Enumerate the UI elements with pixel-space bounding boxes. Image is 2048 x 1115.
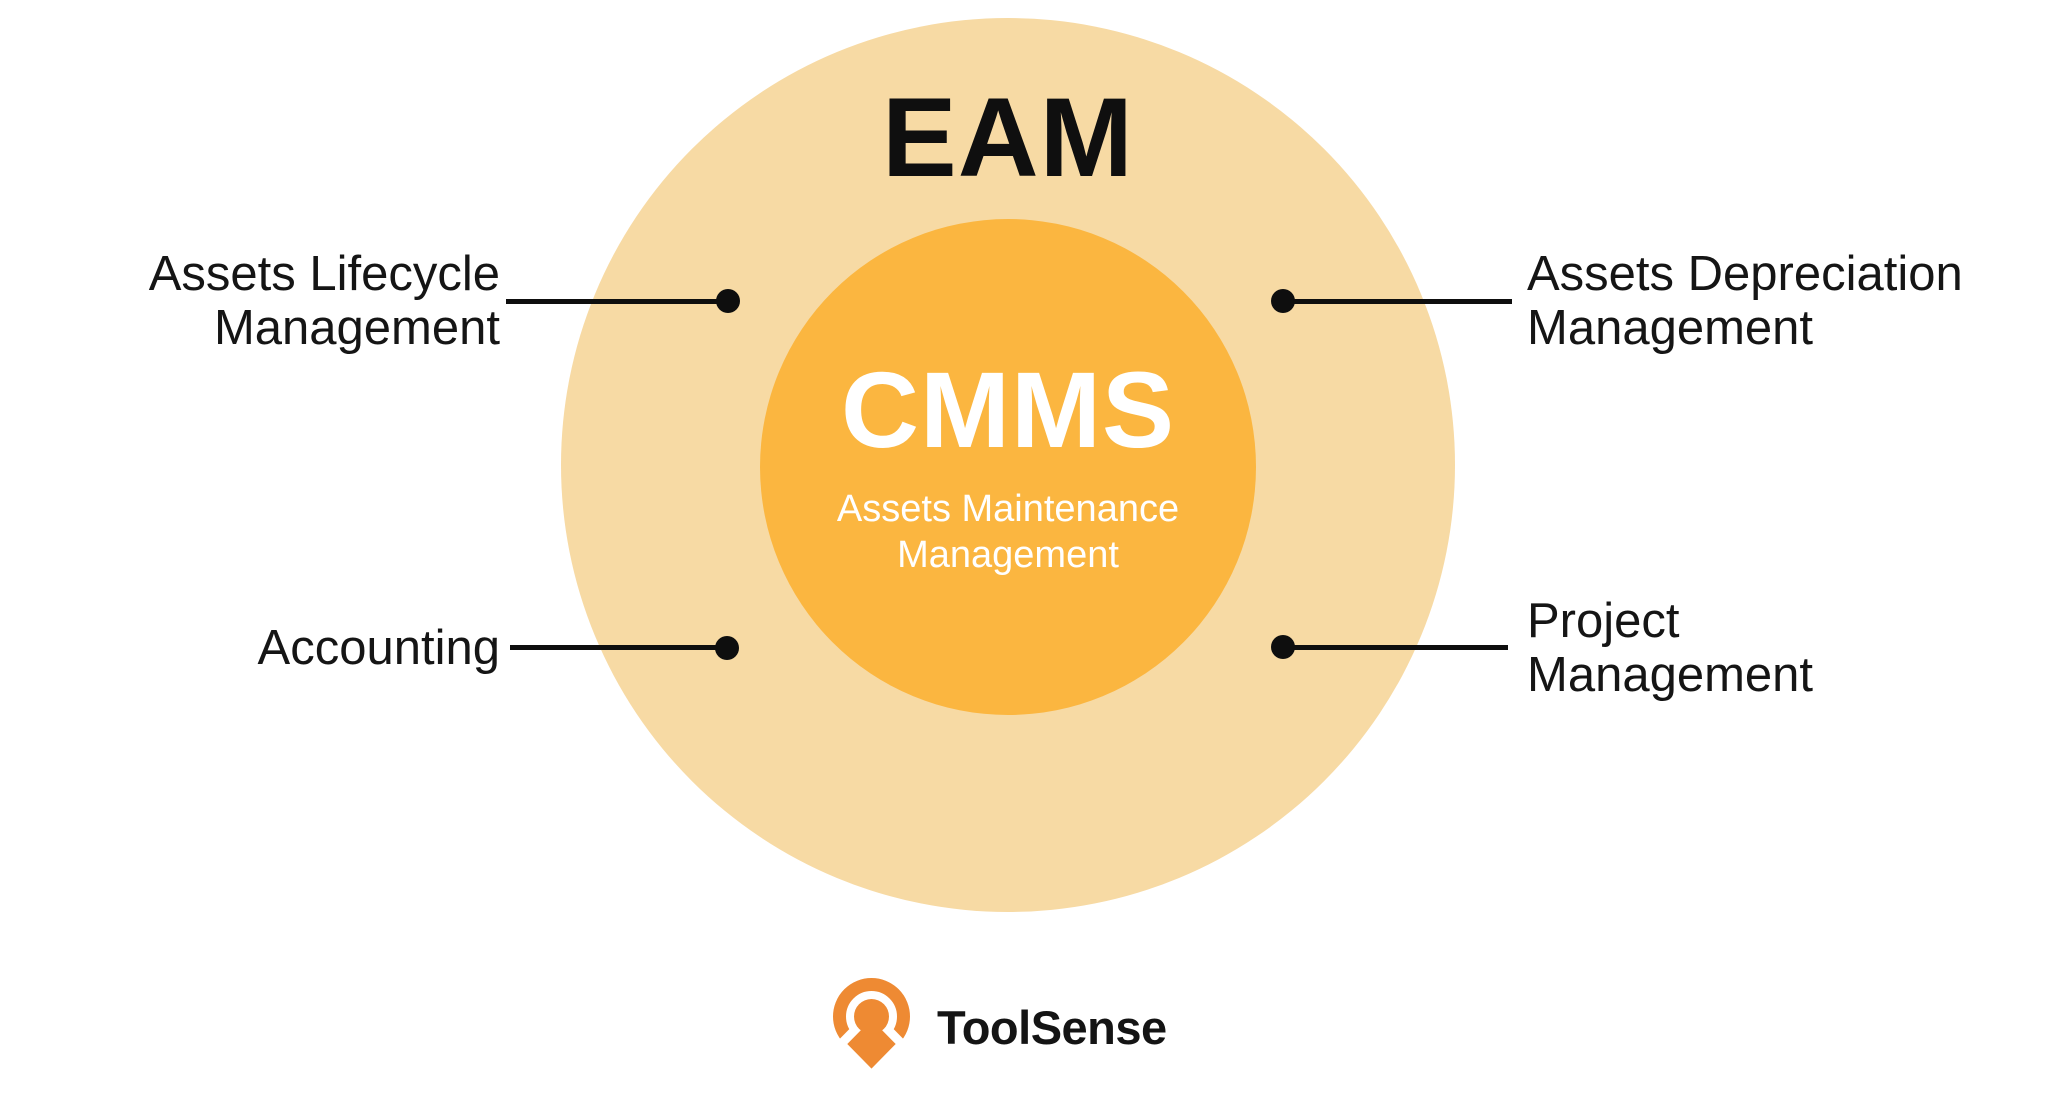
cmms-circle: CMMS Assets Maintenance Management — [760, 219, 1256, 715]
callout-line-text: Accounting — [257, 621, 500, 675]
cmms-title: CMMS — [841, 349, 1175, 470]
connector-dot-bottom-right — [1271, 635, 1295, 659]
cmms-subtitle: Assets Maintenance Management — [837, 486, 1179, 578]
callout-line-text: Project — [1527, 594, 1680, 648]
callout-line-text: Assets Lifecycle — [148, 247, 500, 301]
callout-line-text: Management — [213, 301, 500, 355]
callout-label-accounting: Accounting — [80, 621, 500, 675]
connector-dot-bottom-left — [715, 636, 739, 660]
callout-label-assets-lifecycle: Assets Lifecycle Management — [80, 247, 500, 355]
callout-label-project-management: Project Management — [1527, 594, 1997, 702]
callout-label-assets-depreciation: Assets Depreciation Management — [1527, 247, 1997, 355]
leader-line-bottom-left — [510, 645, 729, 650]
leader-line-top-right — [1283, 299, 1512, 304]
toolsense-pin-icon — [833, 978, 911, 1076]
leader-line-top-left — [506, 299, 730, 304]
connector-dot-top-left — [716, 289, 740, 313]
cmms-subtitle-line-2: Management — [897, 534, 1119, 576]
eam-title: EAM — [882, 75, 1134, 200]
cmms-subtitle-line-1: Assets Maintenance — [836, 488, 1180, 530]
toolsense-logo: ToolSense — [833, 976, 1167, 1078]
toolsense-wordmark: ToolSense — [937, 1000, 1167, 1054]
callout-line-text: Management — [1527, 301, 1814, 355]
callout-line-text: Management — [1527, 648, 1814, 702]
leader-line-bottom-right — [1283, 645, 1508, 650]
connector-dot-top-right — [1271, 289, 1295, 313]
callout-line-text: Assets Depreciation — [1527, 247, 1963, 301]
